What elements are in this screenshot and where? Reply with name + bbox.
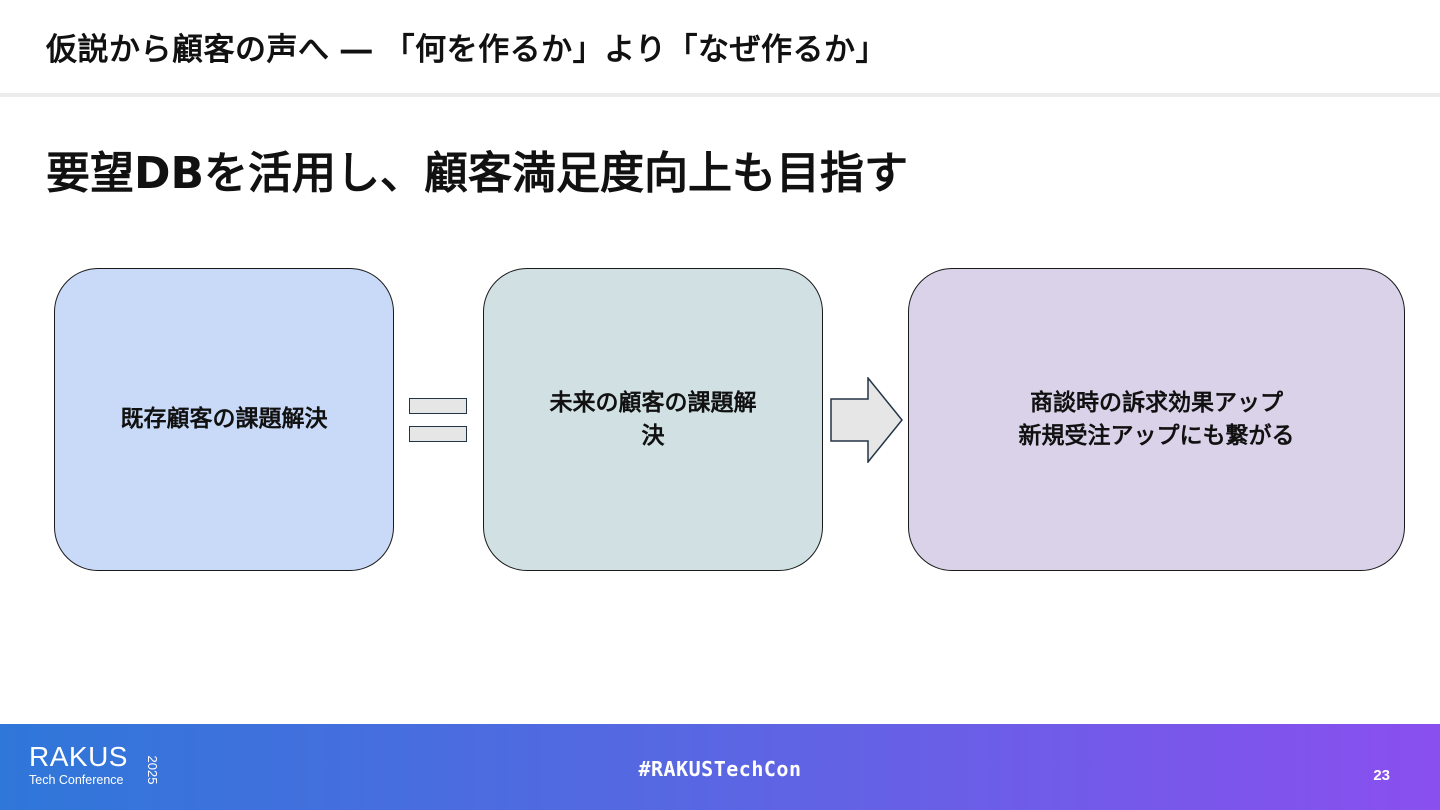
slide-header: 仮説から顧客の声へ ― 「何を作るか」より「なぜ作るか」 <box>0 0 1440 94</box>
flow-box-2-line-1: 未来の顧客の課題解 <box>549 389 757 416</box>
conference-logo-subtitle: Tech Conference <box>29 773 124 787</box>
flow-box-sales-impact: 商談時の訴求効果アップ 新規受注アップにも繋がる <box>908 268 1405 571</box>
slide-subtitle: 要望DBを活用し、顧客満足度向上も目指す <box>46 148 909 199</box>
header-divider <box>0 93 1440 97</box>
arrow-right-icon <box>830 377 903 463</box>
equals-icon-top-bar <box>409 398 467 414</box>
flow-box-3-line-2: 新規受注アップにも繋がる <box>1018 422 1295 449</box>
flow-box-existing-customers: 既存顧客の課題解決 <box>54 268 394 571</box>
flow-box-1-line-1: 既存顧客の課題解決 <box>120 406 328 432</box>
footer-bar <box>0 724 1440 810</box>
flow-box-future-customers: 未来の顧客の課題解 決 <box>483 268 823 571</box>
flow-box-2-line-2: 決 <box>641 422 665 449</box>
page-number: 23 <box>1373 767 1390 784</box>
flow-box-3-line-1: 商談時の訴求効果アップ <box>1030 389 1283 416</box>
conference-logo-wordmark: RAKUS <box>29 741 128 772</box>
footer-hashtag: #RAKUSTechCon <box>638 757 802 781</box>
equals-icon-bottom-bar <box>409 426 467 442</box>
header-title: 仮説から顧客の声へ ― 「何を作るか」より「なぜ作るか」 <box>46 32 887 68</box>
